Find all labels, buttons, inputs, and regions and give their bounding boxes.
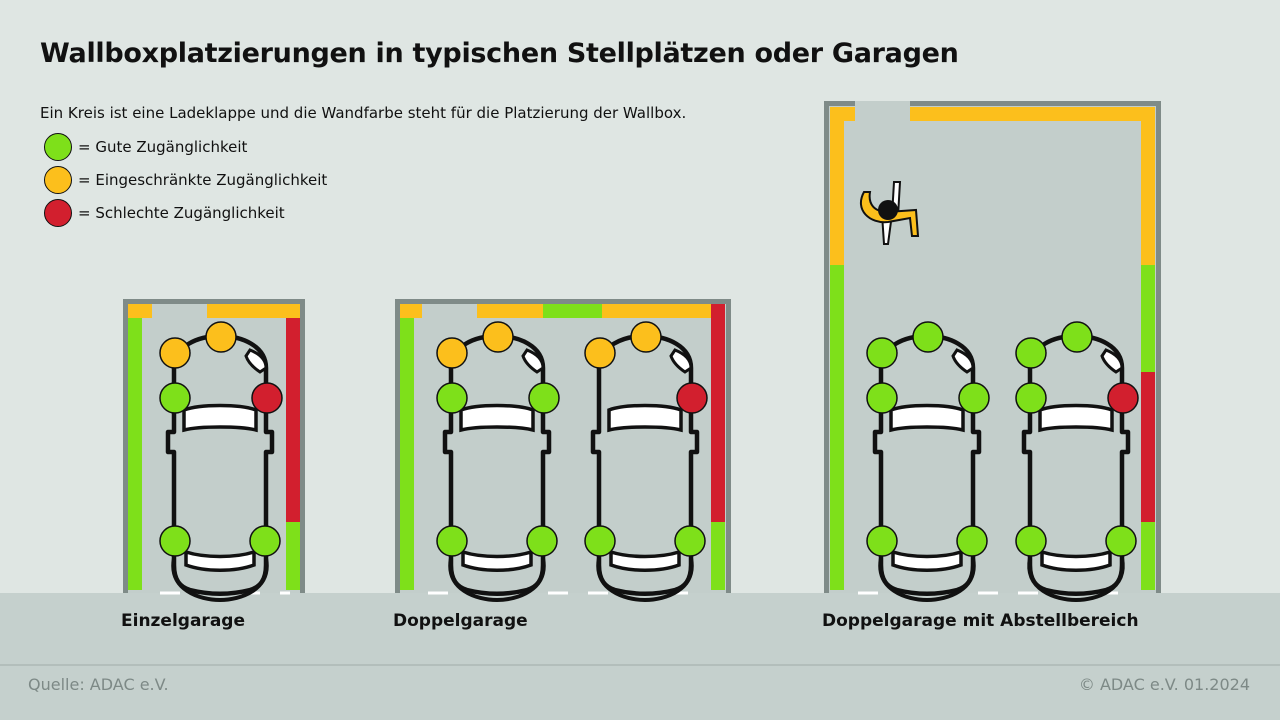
- charge-port-left-good: [159, 382, 191, 414]
- garage-label: Doppelgarage mit Abstellbereich: [822, 611, 1139, 631]
- car: [159, 321, 283, 600]
- charge-port-rear-right-good: [1105, 525, 1137, 557]
- copyright-text: © ADAC e.V. 01.2024: [1078, 675, 1250, 694]
- charge-port-front-limited: [482, 321, 514, 353]
- charge-port-left-good: [1015, 382, 1047, 414]
- wall-good: [128, 318, 142, 590]
- legend-item-limited: = Eingeschränkte Zugänglichkeit: [44, 164, 327, 196]
- charge-port-left-good: [866, 382, 898, 414]
- green-circle-icon: [44, 133, 72, 161]
- charge-port-rear-left-good: [159, 525, 191, 557]
- car: [584, 321, 708, 600]
- red-circle-icon: [44, 199, 72, 227]
- legend-label: = Schlechte Zugänglichkeit: [78, 204, 285, 222]
- car: [436, 321, 560, 600]
- intro-text: Ein Kreis ist eine Ladeklappe und die Wa…: [40, 104, 687, 122]
- charge-port-rear-right-good: [674, 525, 706, 557]
- legend-item-bad: = Schlechte Zugänglichkeit: [44, 197, 285, 229]
- charge-port-right-bad: [1107, 382, 1139, 414]
- charge-port-right-good: [528, 382, 560, 414]
- legend-item-good: = Gute Zugänglichkeit: [44, 131, 247, 163]
- legend-label: = Gute Zugänglichkeit: [78, 138, 248, 156]
- charge-port-rear-right-good: [526, 525, 558, 557]
- charge-port-front-left-limited: [584, 337, 616, 369]
- charge-port-front-left-limited: [159, 337, 191, 369]
- charge-port-front-good: [1061, 321, 1093, 353]
- wall-good: [286, 522, 300, 590]
- charge-port-front-good: [912, 321, 944, 353]
- legend-label: = Eingeschränkte Zugänglichkeit: [78, 171, 328, 189]
- source-text: Quelle: ADAC e.V.: [28, 675, 169, 694]
- charge-port-front-limited: [205, 321, 237, 353]
- charge-port-front-left-good: [866, 337, 898, 369]
- floor-band: [0, 593, 1280, 720]
- charge-port-front-left-good: [1015, 337, 1047, 369]
- orange-circle-icon: [44, 166, 72, 194]
- charge-port-front-limited: [630, 321, 662, 353]
- page-title: Wallboxplatzierungen in typischen Stellp…: [40, 38, 959, 69]
- charge-port-rear-left-good: [584, 525, 616, 557]
- wall-limited: [207, 304, 300, 318]
- car: [866, 321, 990, 600]
- charge-port-right-good: [958, 382, 990, 414]
- charge-port-right-bad: [251, 382, 283, 414]
- charge-port-left-good: [436, 382, 468, 414]
- footer-divider: [0, 664, 1280, 666]
- garage-label: Doppelgarage: [393, 611, 528, 631]
- garage-label: Einzelgarage: [121, 611, 245, 631]
- person-icon: [860, 181, 920, 245]
- car: [1015, 321, 1139, 600]
- charge-port-rear-left-good: [866, 525, 898, 557]
- charge-port-front-left-limited: [436, 337, 468, 369]
- charge-port-right-bad: [676, 382, 708, 414]
- wall-limited: [128, 304, 152, 318]
- charge-port-rear-right-good: [956, 525, 988, 557]
- charge-port-rear-right-good: [249, 525, 281, 557]
- charge-port-rear-left-good: [436, 525, 468, 557]
- wall-bad: [286, 318, 300, 522]
- charge-port-rear-left-good: [1015, 525, 1047, 557]
- door-opening: [855, 101, 910, 121]
